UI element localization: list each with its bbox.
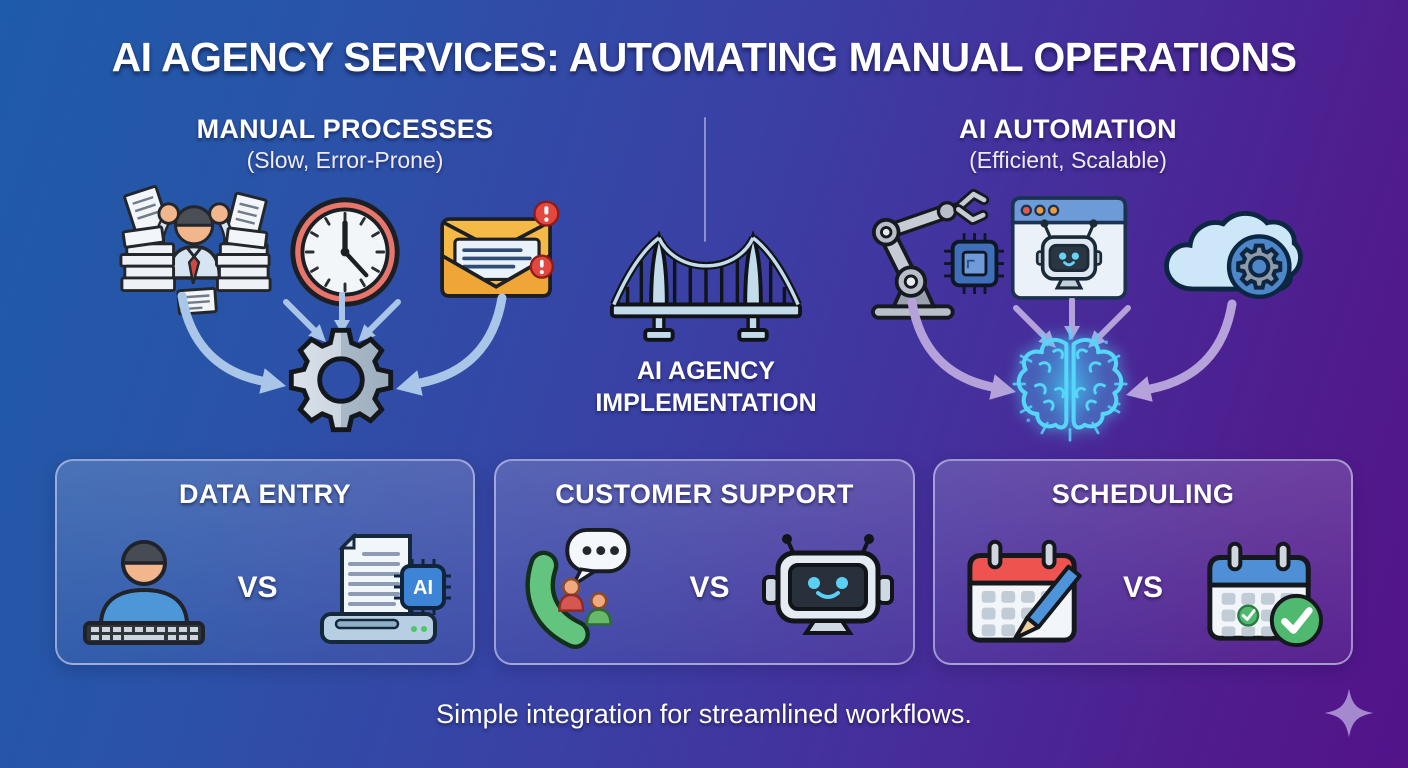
manual-converge-arrows xyxy=(177,292,507,396)
page-title: AI AGENCY SERVICES: AUTOMATING MANUAL OP… xyxy=(111,34,1297,80)
card-customer-support: CUSTOMER SUPPORT VS xyxy=(494,459,915,665)
manual-panel-header: MANUAL PROCESSES (Slow, Error-Prone) xyxy=(145,114,545,174)
automation-panel-header: AI AUTOMATION (Efficient, Scalable) xyxy=(868,114,1268,174)
chatbot-icon xyxy=(761,534,894,635)
auto-calendar-check-icon xyxy=(1207,541,1323,648)
human-typist-icon xyxy=(83,540,206,645)
ai-chip-label: AI xyxy=(413,577,433,599)
card-title: CUSTOMER SUPPORT xyxy=(555,479,854,509)
vs-label: VS xyxy=(1122,571,1164,604)
automation-panel-title: AI AUTOMATION xyxy=(959,114,1177,144)
manual-panel-subtitle: (Slow, Error-Prone) xyxy=(246,147,444,173)
card-title: DATA ENTRY xyxy=(179,479,351,509)
stressed-worker-icon xyxy=(119,185,272,316)
card-data-entry: DATA ENTRY VS AI xyxy=(55,459,475,665)
automation-panel-subtitle: (Efficient, Scalable) xyxy=(969,147,1167,173)
browser-bot-icon xyxy=(1010,196,1128,300)
card-scheduling: SCHEDULING VS xyxy=(933,459,1353,665)
phone-agents-icon xyxy=(526,527,631,650)
vs-label: VS xyxy=(237,571,278,604)
manual-panel-title: MANUAL PROCESSES xyxy=(196,114,494,144)
gear-icon xyxy=(283,322,399,438)
vertical-divider xyxy=(704,117,706,242)
four-point-sparkle-icon xyxy=(1324,688,1374,738)
manual-calendar-pen-icon xyxy=(967,539,1082,643)
bridge-label: AI AGENCY IMPLEMENTATION xyxy=(556,356,856,419)
overloaded-inbox-icon xyxy=(440,200,560,298)
vs-label: VS xyxy=(689,571,730,604)
glowing-brain-icon xyxy=(1012,326,1128,442)
ai-document-scanner-icon: AI xyxy=(319,532,451,644)
card-title: SCHEDULING xyxy=(1051,479,1235,509)
robotic-arm-chip-icon xyxy=(871,188,1004,320)
footer-caption: Simple integration for streamlined workf… xyxy=(436,699,972,729)
suspension-bridge-icon xyxy=(609,230,803,342)
cloud-gear-icon xyxy=(1164,211,1303,299)
bridge-label-line2: IMPLEMENTATION xyxy=(595,388,817,417)
bridge-label-line1: AI AGENCY xyxy=(637,357,775,385)
